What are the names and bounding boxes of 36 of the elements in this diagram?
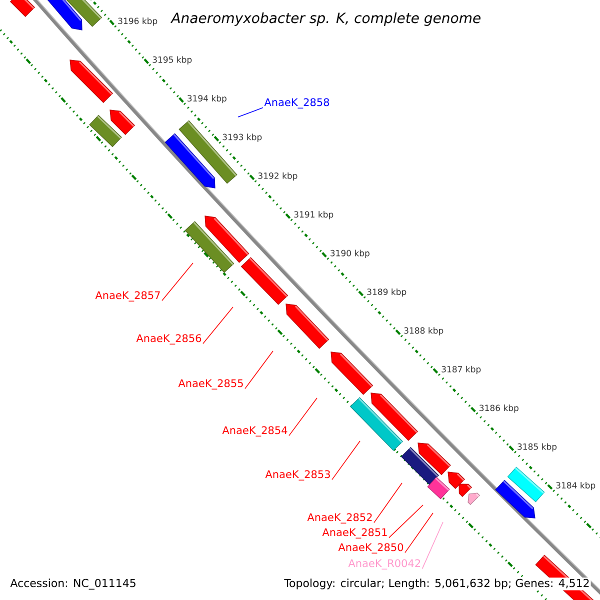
leader-line (332, 440, 360, 480)
gene-label: AnaeK_2852 (307, 513, 372, 524)
tick-label: 3186 kbp (480, 404, 518, 413)
leader-line (422, 522, 444, 570)
tick-label: 3188 kbp (404, 327, 444, 336)
gene-label: AnaeK_2853 (265, 470, 330, 480)
leader-line (404, 512, 434, 554)
gene-label: AnaeK_2854 (222, 426, 288, 436)
tick-label: 3194 kbp (188, 94, 226, 104)
tick-label: 3184 kbp (556, 482, 596, 490)
tick-label: 3196 kbp (118, 18, 158, 26)
title: Anaeromyxobacter sp. K, complete genome (170, 11, 482, 27)
tick-label: 3187 kbp (442, 366, 481, 374)
gene-label: AnaeK_2856 (136, 334, 202, 344)
tick-label: 3185 kbp (518, 443, 557, 452)
leader-line (374, 482, 402, 524)
tick-label: 3193 kbp (222, 134, 262, 142)
leader-line (244, 350, 274, 390)
leader-line (202, 306, 234, 344)
genome-info-text: Topology: circular; Length: 5,061,632 bp; Genes: 4,512 (283, 578, 591, 590)
leader-line (288, 398, 318, 436)
gene-label: AnaeK_2858 (264, 98, 330, 108)
tick-label: 3192 kbp (258, 172, 298, 181)
gene-label: AnaeK_2855 (178, 379, 243, 390)
leader-line (162, 262, 194, 302)
leader-line (238, 107, 264, 118)
gene-label: AnaeK_R0042 (348, 559, 420, 570)
tick-label: 3195 kbp (152, 56, 192, 64)
gene-label: AnaeK_2851 (322, 528, 387, 538)
tick-label: 3191 kbp (294, 211, 334, 220)
leader-line (388, 504, 424, 538)
tick-label: 3190 kbp (330, 250, 370, 258)
accession-text: Accession: NC_011145 (10, 578, 136, 590)
gene-label: AnaeK_2850 (338, 543, 404, 554)
tick-label: 3189 kbp (367, 288, 406, 297)
gene-label: AnaeK_2857 (95, 291, 160, 302)
